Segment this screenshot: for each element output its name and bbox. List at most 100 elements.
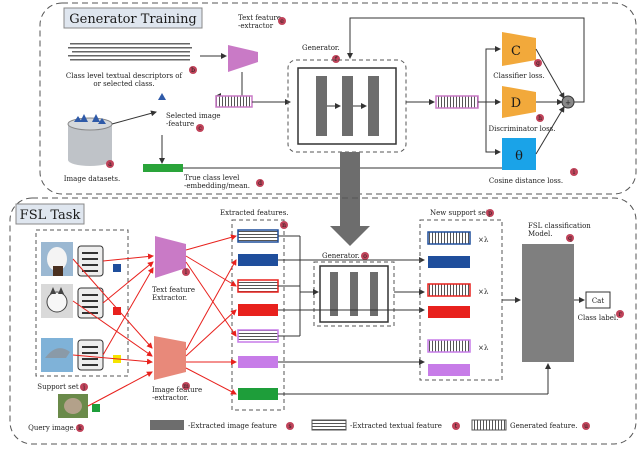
extracted-feature-bars: [237, 229, 279, 400]
classifier-letter: C: [511, 44, 521, 59]
new-support-bars: [427, 231, 471, 376]
badge-p: [486, 209, 494, 217]
badge-n-label: n: [282, 222, 286, 229]
support-item-eagle: [41, 242, 121, 277]
badge-s-label: s: [288, 423, 291, 430]
lambda-3: ×λ: [478, 344, 489, 352]
badge-c-label: c: [198, 125, 202, 132]
text-feature-extractor-shape: [228, 45, 258, 72]
fsl-image-extractor-shape: [154, 336, 186, 380]
badge-h-label: h: [538, 115, 542, 122]
text-feature-bar: [215, 95, 253, 108]
fsl-text-extractor-shape: [155, 236, 186, 278]
badge-p-label: p: [488, 210, 492, 217]
class-label-label: Class label.: [578, 314, 619, 322]
legend-textual-feature: -Extracted textual feature: [350, 422, 442, 430]
generator-training-label: Generator.: [302, 44, 340, 52]
badge-d-label: d: [258, 180, 262, 187]
badge-j-label: j: [82, 384, 85, 391]
fsl-task-title-box: [15, 203, 85, 225]
image-datasets-label: Image datasets.: [64, 175, 120, 183]
badge-i: [570, 168, 578, 176]
classifier-shape: [502, 32, 536, 66]
selected-image-icon: [158, 93, 166, 100]
lambda-1: ×λ: [478, 236, 489, 244]
cosine-shape: [502, 138, 536, 170]
classifier-loss-label: Classifier loss.: [493, 72, 544, 80]
badge-q-label: q: [568, 235, 572, 242]
badge-r: [616, 310, 624, 318]
badge-f-label: f: [335, 56, 338, 63]
lambda-2: ×λ: [478, 288, 489, 296]
legend-image-feature: -Extracted image feature: [188, 422, 277, 430]
cosine-letter: θ: [515, 149, 523, 164]
badge-m-label: m: [183, 383, 189, 390]
badge-i-label: i: [573, 169, 575, 176]
badge-e: [278, 17, 286, 25]
sum-node-label: +: [565, 99, 571, 107]
legend-image-feature-swatch: [150, 420, 184, 430]
badge-l-label: l: [185, 269, 187, 276]
new-support-set-label: New support set.: [430, 209, 491, 217]
badge-f: [332, 55, 340, 63]
badge-d: [256, 179, 264, 187]
text-descriptor-image: [62, 40, 197, 68]
badge-g: [534, 59, 542, 67]
fsl-generator-label: Generator.: [322, 252, 360, 260]
badge-g-label: g: [536, 60, 540, 67]
badge-r-label: r: [619, 311, 622, 318]
discriminator-loss-label: Discriminator loss.: [489, 125, 556, 133]
badge-u-label: u: [584, 423, 588, 430]
fsl-task-title: FSL Task: [20, 208, 81, 223]
image-datasets-cylinder: [67, 114, 113, 166]
badge-s: [286, 422, 294, 430]
badge-q: [566, 234, 574, 242]
badge-o-label: o: [363, 253, 367, 260]
support-item-cat: [41, 284, 121, 319]
support-item-dolphin: [41, 338, 121, 372]
badge-b: [189, 66, 197, 74]
query-image: [58, 394, 100, 418]
cosine-loss-label: Cosine distance loss.: [489, 177, 563, 185]
query-image-label: Query image.: [28, 424, 76, 432]
badge-m: [182, 382, 190, 390]
badge-h: [536, 114, 544, 122]
down-arrow: [330, 152, 370, 246]
badge-k: [76, 424, 84, 432]
support-set-label: Support set: [37, 383, 79, 391]
true-class-embedding-label: True class level-embedding/mean.: [184, 174, 250, 190]
badge-k-label: k: [78, 425, 82, 432]
legend-textual-feature-swatch: [311, 419, 347, 431]
generator-training-panel: [39, 2, 637, 195]
fsl-task-panel: [9, 197, 637, 445]
badge-c: [196, 124, 204, 132]
fsl-model-box: [522, 244, 574, 362]
extracted-features-label: Extracted features.: [220, 209, 289, 217]
generator-training-title-box: [63, 7, 203, 29]
badge-a: [106, 160, 114, 168]
badge-n: [280, 221, 288, 229]
legend-generated-feature: Generated feature.: [510, 422, 578, 430]
badge-t: [452, 422, 460, 430]
badge-j: [80, 383, 88, 391]
fsl-image-extractor-label: Image feature-extractor.: [152, 386, 202, 402]
badge-t-label: t: [455, 423, 458, 430]
text-feature-extractor-label: Text feature-extractor: [238, 14, 281, 30]
generator-training-title: Generator Training: [69, 12, 197, 27]
legend-generated-feature-swatch: [471, 419, 507, 431]
support-set-box: [35, 229, 129, 377]
generated-feature-bar: [435, 95, 479, 109]
badge-b-label: b: [191, 67, 195, 74]
cat-output-label: Cat: [592, 297, 605, 305]
badge-u: [582, 422, 590, 430]
badge-l: [182, 268, 190, 276]
discriminator-letter: D: [511, 96, 521, 111]
badge-o: [361, 252, 369, 260]
badge-a-label: a: [108, 161, 112, 168]
selected-image-feature-label: Selected image-feature: [166, 112, 221, 128]
true-class-embedding-bar: [143, 164, 183, 172]
